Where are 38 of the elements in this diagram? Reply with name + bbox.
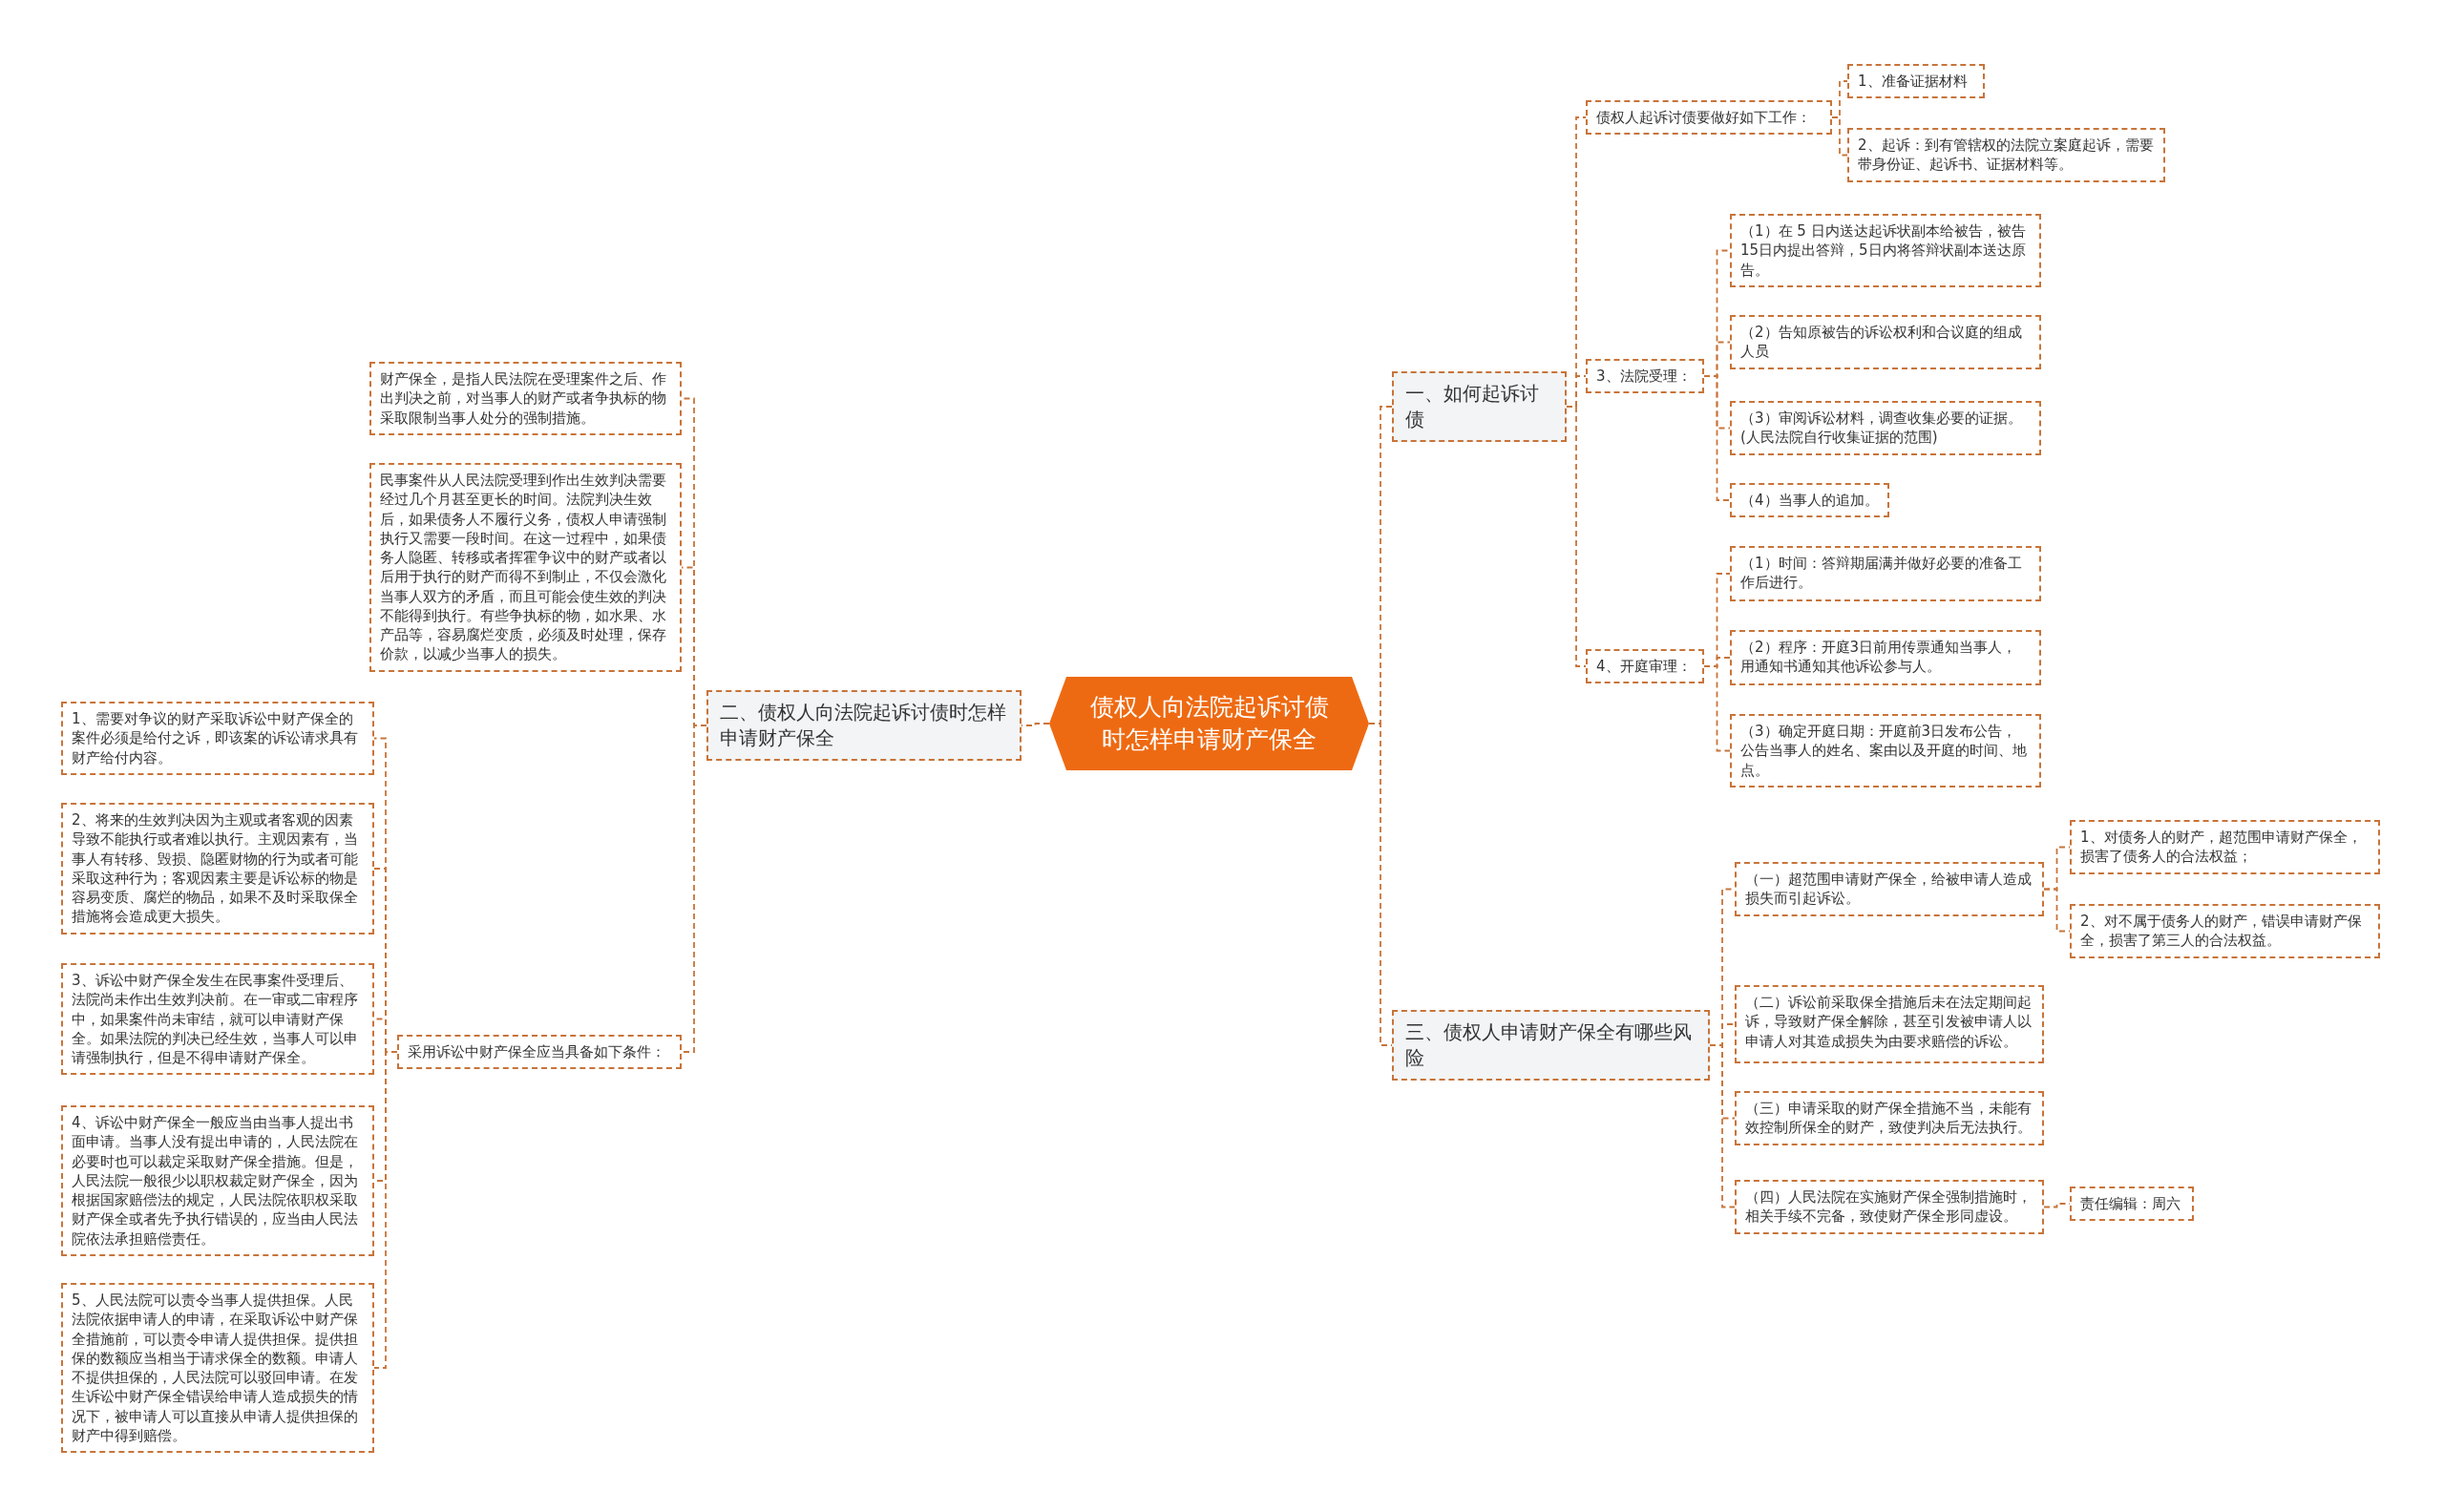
- subtopic-box: （2）告知原被告的诉讼权利和合议庭的组成人员: [1730, 315, 2041, 369]
- connector-line: [681, 724, 707, 1053]
- connector-line: [1709, 1044, 1736, 1208]
- subtopic-box: （3）审阅诉讼材料，调查收集必要的证据。(人民法院自行收集证据的范围): [1730, 401, 2041, 455]
- subtopic-box: 1、准备证据材料: [1847, 64, 1985, 99]
- subtopic-box: 民事案件从人民法院受理到作出生效判决需要经过几个月甚至更长的时间。法院判决生效后，如果债务人不履行义务，债权人申请强制执行又需要一段时间。在这一过程中，如果债务人隐匿、转移或者挥霍争议中的财产或者以后用于执行的财产而得不到制止，不仅会激化当事人双方的矛盾，而且可能会使生效的判决不能得到执行。有些争执标的物，如水果、水产品等，容易腐烂变质，必须及时处理，保存价款，以减少当事人的损失。: [369, 463, 682, 672]
- subtopic-box: 2、对不属于债务人的财产，错误申请财产保全，损害了第三人的合法权益。: [2070, 904, 2380, 958]
- subtopic-box: （一）超范围申请财产保全，给被申请人造成损失而引起诉讼。: [1735, 862, 2044, 916]
- subtopic-box: 2、起诉：到有管辖权的法院立案庭起诉，需要带身份证、起诉书、证据材料等。: [1847, 128, 2165, 182]
- subtopic-box: 财产保全，是指人民法院在受理案件之后、作出判决之前，对当事人的财产或者争执标的物采取限制当事人处分的强制措施。: [369, 362, 682, 435]
- subtopic-box: 5、人民法院可以责令当事人提供担保。人民法院依据申请人的申请，在采取诉讼中财产保全措施前，可以责令申请人提供担保。提供担保的数额应当相当于请求保全的数额。申请人不提供担保的，人民法院可以驳回申请。在发生诉讼中财产保全错误给申请人造成损失的情况下，被申请人可以直接从申请人提供担保的财产中得到赔偿。: [61, 1283, 374, 1453]
- topic-box: 三、债权人申请财产保全有哪些风险: [1392, 1010, 1710, 1081]
- subtopic-box: 责任编辑：周六: [2070, 1186, 2194, 1222]
- subtopic-box: 4、诉讼中财产保全一般应当由当事人提出书面申请。当事人没有提出申请的，人民法院在必要时也可以裁定采取财产保全措施。但是，人民法院一般很少以职权裁定财产保全，因为根据国家赔偿法的规定，人民法院依职权采取财产保全或者先予执行错误的，应当由人民法院依法承担赔偿责任。: [61, 1105, 374, 1256]
- central-topic: 债权人向法院起诉讨债时怎样申请财产保全: [1049, 677, 1369, 770]
- connector-line: [373, 1051, 398, 1369]
- subtopic-box: 3、诉讼中财产保全发生在民事案件受理后、法院尚未作出生效判决前。在一审或二审程序中，如果案件尚未审结，就可以申请财产保全。如果法院的判决已经生效，当事人可以申请强制执行，但是不得申请财产保全。: [61, 963, 374, 1076]
- subtopic-box: 采用诉讼中财产保全应当具备如下条件：: [397, 1035, 682, 1070]
- connector-line: [1831, 116, 1848, 157]
- topic-box: 一、如何起诉讨债: [1392, 371, 1567, 442]
- connector-line: [1703, 375, 1731, 501]
- subtopic-box: （三）申请采取的财产保全措施不当，未能有效控制所保全的财产，致使判决后无法执行。: [1735, 1091, 2044, 1145]
- subtopic-box: （1）时间：答辩期届满并做好必要的准备工作后进行。: [1730, 546, 2041, 601]
- connector-line: [1566, 406, 1587, 667]
- subtopic-box: 1、需要对争议的财产采取诉讼中财产保全的案件必须是给付之诉，即该案的诉讼请求具有财产给付内容。: [61, 702, 374, 775]
- subtopic-box: 2、将来的生效判决因为主观或者客观的因素导致不能执行或者难以执行。主观因素有，当事人有转移、毁损、隐匿财物的行为或者可能采取这种行为；客观因素主要是诉讼标的物是容易变质、腐烂的物品，如果不及时采取保全措施将会造成更大损失。: [61, 803, 374, 934]
- subtopic-box: 4、开庭审理：: [1586, 649, 1704, 684]
- subtopic-box: （3）确定开庭日期：开庭前3日发布公告，公告当事人的姓名、案由以及开庭的时间、地点。: [1730, 714, 2041, 788]
- subtopic-box: 3、法院受理：: [1586, 359, 1704, 394]
- subtopic-box: （4）当事人的追加。: [1730, 483, 1889, 518]
- subtopic-box: 1、对债务人的财产，超范围申请财产保全，损害了债务人的合法权益；: [2070, 820, 2380, 874]
- topic-box: 二、债权人向法院起诉讨债时怎样申请财产保全: [706, 690, 1022, 761]
- subtopic-box: 债权人起诉讨债要做好如下工作：: [1586, 100, 1832, 136]
- subtopic-box: （1）在 5 日内送达起诉状副本给被告，被告15日内提出答辩，5日内将答辩状副本送达原告。: [1730, 214, 2041, 287]
- connector-line: [1703, 665, 1731, 752]
- subtopic-box: （2）程序：开庭3日前用传票通知当事人，用通知书通知其他诉讼参与人。: [1730, 630, 2041, 685]
- subtopic-box: （四）人民法院在实施财产保全强制措施时，相关手续不完备，致使财产保全形同虚设。: [1735, 1180, 2044, 1234]
- subtopic-box: （二）诉讼前采取保全措施后未在法定期间起诉，导致财产保全解除，甚至引发被申请人以申请人对其造成损失为由要求赔偿的诉讼。: [1735, 985, 2044, 1063]
